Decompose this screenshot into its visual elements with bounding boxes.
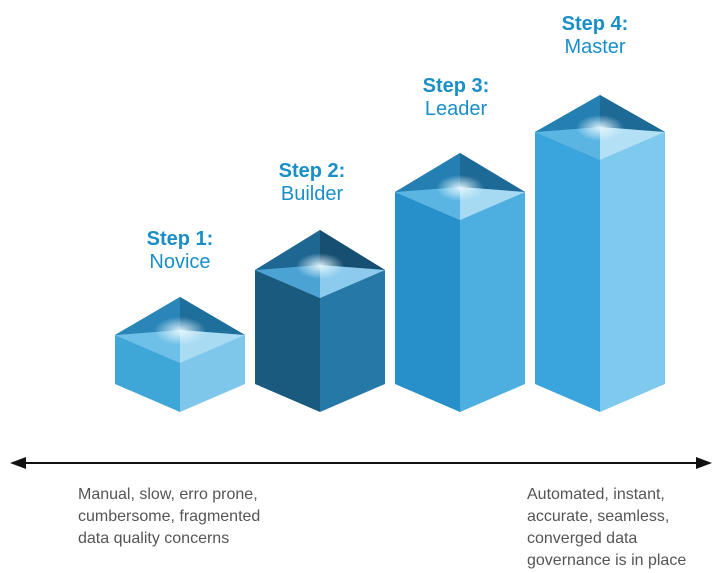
scale-right-line: accurate, seamless, xyxy=(527,508,670,525)
step-1-name: Novice xyxy=(149,251,211,273)
scale-left-line: data quality concerns xyxy=(78,530,230,547)
scale-left-description: Manual, slow, erro prone, cumbersome, fr… xyxy=(78,484,260,550)
step-2-name: Builder xyxy=(280,183,344,205)
step-1-label: Step 1: Novice xyxy=(100,228,260,274)
scale-right-line: Automated, instant, xyxy=(527,486,665,503)
block-novice xyxy=(115,297,245,412)
step-3-label: Step 3: Leader xyxy=(376,75,536,121)
scale-right-line: governance is in place xyxy=(527,552,687,569)
scale-right-line: converged data xyxy=(527,530,638,547)
scale-right-description: Automated, instant, accurate, seamless, … xyxy=(527,484,686,572)
block-master xyxy=(535,95,665,412)
arrow-left-head xyxy=(10,457,26,469)
step-1-number: Step 1: xyxy=(146,228,214,250)
step-2-number: Step 2: xyxy=(278,160,346,182)
scale-left-line: Manual, slow, erro prone, xyxy=(78,486,258,503)
step-4-label: Step 4: Master xyxy=(515,13,675,59)
step-3-number: Step 3: xyxy=(422,75,490,97)
step-4-number: Step 4: xyxy=(561,13,629,35)
block-leader xyxy=(395,153,525,412)
scale-left-line: cumbersome, fragmented xyxy=(78,508,261,525)
block-builder xyxy=(255,230,385,412)
step-3-name: Leader xyxy=(424,98,488,120)
step-4-name: Master xyxy=(564,36,626,58)
step-2-label: Step 2: Builder xyxy=(232,160,392,206)
arrow-right-head xyxy=(696,457,712,469)
maturity-scale-arrow xyxy=(10,457,712,469)
